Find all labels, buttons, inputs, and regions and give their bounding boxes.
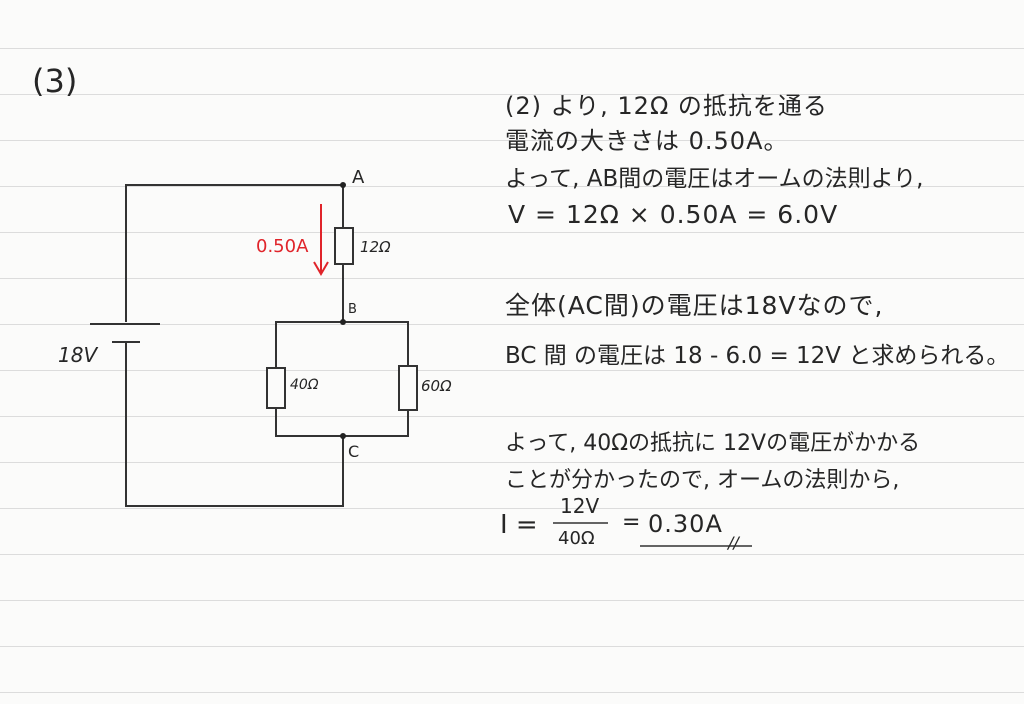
answer-mark: // bbox=[728, 533, 739, 552]
resistor-60 bbox=[398, 365, 418, 411]
solution-line-6: よって, 40Ωの抵抗に 12Vの電圧がかかる bbox=[505, 431, 921, 456]
resistor-12 bbox=[334, 227, 354, 265]
answer-underline bbox=[640, 545, 752, 547]
resistor-40-label: 40Ω bbox=[290, 377, 319, 393]
resistor-40 bbox=[266, 367, 286, 409]
wire-top-left bbox=[125, 184, 343, 322]
resistor-60-label: 60Ω bbox=[421, 377, 452, 395]
wire-left-lower bbox=[275, 408, 343, 437]
voltage-source-label: 18V bbox=[58, 343, 98, 367]
solution-line-2: 電流の大きさは 0.50A。 bbox=[505, 127, 789, 155]
solution-equation-1: V = 12Ω × 0.50A = 6.0V bbox=[508, 200, 839, 229]
wire-right-lower bbox=[343, 410, 409, 437]
node-b-label: B bbox=[348, 302, 357, 317]
current-arrow bbox=[313, 204, 329, 276]
solution-line-1: (2) より, 12Ω の抵抗を通る bbox=[505, 92, 828, 120]
solution-line-3: よって, AB間の電圧はオームの法則より, bbox=[505, 166, 924, 192]
equation-lhs: I = bbox=[500, 510, 538, 540]
solution-line-7: ことが分かったので, オームの法則から, bbox=[505, 468, 900, 493]
node-c-label: C bbox=[348, 442, 360, 461]
solution-line-5: BC 間 の電圧は 18 - 6.0 = 12V と求められる。 bbox=[505, 343, 1010, 369]
fraction-numerator: 12V bbox=[560, 494, 600, 518]
answer-value: 0.30A bbox=[648, 510, 723, 538]
node-c-dot bbox=[340, 433, 346, 439]
equation-equals: = bbox=[622, 510, 641, 535]
wire-left-branch bbox=[275, 321, 343, 368]
node-a-label: A bbox=[352, 167, 365, 188]
fraction-denominator: 40Ω bbox=[558, 528, 595, 549]
resistor-12-label: 12Ω bbox=[360, 238, 391, 256]
wire-right-branch bbox=[343, 321, 409, 366]
problem-number: (3) bbox=[32, 62, 78, 100]
wire-bottom-left bbox=[125, 342, 344, 507]
circuit-wires bbox=[125, 184, 409, 507]
node-a-dot bbox=[340, 182, 346, 188]
node-b-dot bbox=[340, 319, 346, 325]
current-label: 0.50A bbox=[256, 236, 309, 257]
solution-line-4: 全体(AC間)の電圧は18Vなので, bbox=[505, 291, 884, 320]
